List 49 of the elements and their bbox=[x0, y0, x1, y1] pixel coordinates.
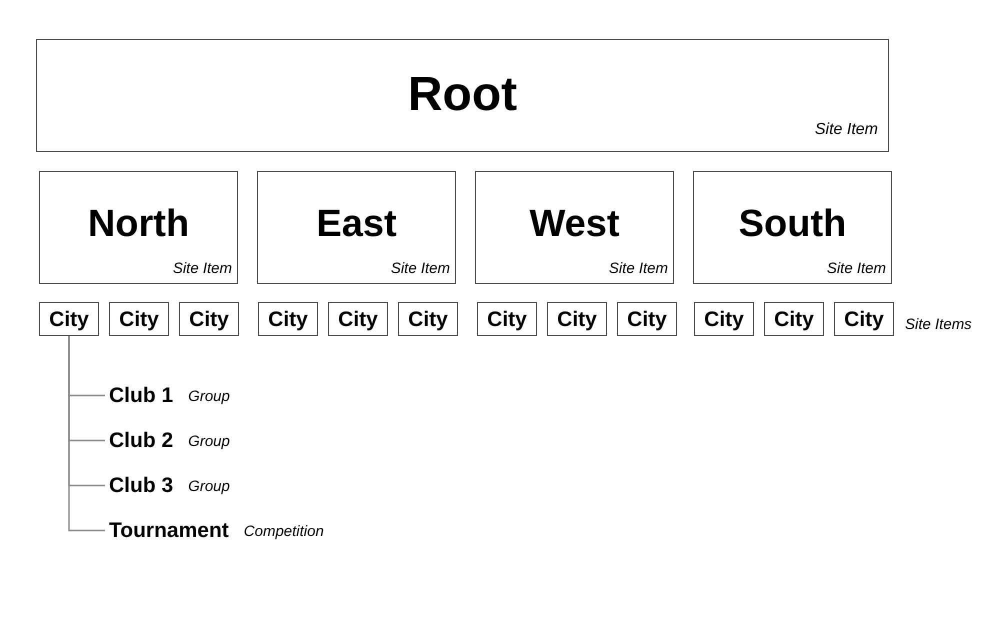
node-box bbox=[694, 302, 754, 336]
node-box bbox=[258, 302, 318, 336]
type-label: Site Items bbox=[905, 317, 972, 332]
node-label: Club 1 bbox=[109, 385, 174, 406]
type-label: Site Item bbox=[826, 261, 886, 276]
node-title: City bbox=[774, 308, 814, 330]
type-label: Group bbox=[188, 479, 230, 494]
node-box bbox=[398, 302, 458, 336]
node-title: West bbox=[529, 204, 620, 242]
type-label: Group bbox=[188, 389, 230, 404]
type-label: Competition bbox=[244, 524, 324, 539]
node-title: City bbox=[189, 308, 229, 330]
type-label: Group bbox=[188, 434, 230, 449]
node-box bbox=[39, 171, 238, 284]
type-label: Site Item bbox=[608, 261, 668, 276]
node-title: Root bbox=[408, 70, 518, 118]
node-title: City bbox=[408, 308, 448, 330]
node-box bbox=[477, 302, 537, 336]
node-title: North bbox=[88, 204, 190, 242]
connector-line bbox=[68, 336, 105, 532]
node-box bbox=[693, 171, 892, 284]
node-title: City bbox=[119, 308, 159, 330]
node-title: South bbox=[738, 204, 846, 242]
type-label: Site Item bbox=[172, 261, 232, 276]
node-title: City bbox=[268, 308, 308, 330]
node-box bbox=[764, 302, 824, 336]
node-label: Club 2 bbox=[109, 430, 174, 451]
node-title: City bbox=[704, 308, 744, 330]
node-box bbox=[179, 302, 239, 336]
node-title: City bbox=[338, 308, 378, 330]
node-box bbox=[834, 302, 894, 336]
node-title: City bbox=[487, 308, 527, 330]
node-box bbox=[328, 302, 388, 336]
node-label: Tournament bbox=[109, 520, 229, 541]
node-label: Club 3 bbox=[109, 475, 174, 496]
type-label: Site Item bbox=[390, 261, 450, 276]
node-title: City bbox=[844, 308, 884, 330]
node-box bbox=[475, 171, 674, 284]
node-box bbox=[547, 302, 607, 336]
node-box bbox=[617, 302, 677, 336]
node-title: East bbox=[316, 204, 397, 242]
node-title: City bbox=[49, 308, 89, 330]
node-title: City bbox=[557, 308, 597, 330]
node-box bbox=[257, 171, 456, 284]
type-label: Site Item bbox=[814, 122, 878, 138]
node-box bbox=[39, 302, 99, 336]
node-box bbox=[109, 302, 169, 336]
node-box bbox=[36, 39, 889, 152]
node-title: City bbox=[627, 308, 667, 330]
